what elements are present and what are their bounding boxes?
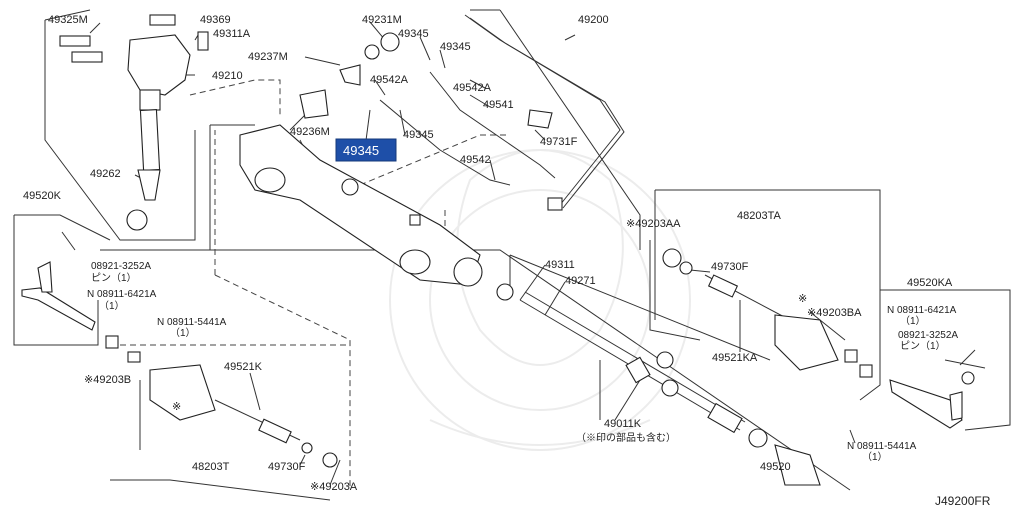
label-49369[interactable]: 49369 [200,14,231,26]
label-49520KA[interactable]: 49520KA [907,277,953,289]
label-49521KA[interactable]: 49521KA [712,352,758,364]
label-48203T[interactable]: 48203T [192,461,230,473]
label-pin-qty-left: ピン（1） [91,272,137,284]
label-49325M[interactable]: 49325M [48,14,88,26]
label-49210[interactable]: 49210 [212,70,243,82]
label-N08911-5441A-left[interactable]: N 08911-5441A [157,317,227,328]
diagram-code: J49200FR [935,494,991,508]
label-49345-top[interactable]: 49345 [398,28,429,40]
leader-lines [89,21,976,486]
label-N08911-5441A-right[interactable]: N 08911-5441A [847,441,917,452]
label-49311A[interactable]: 49311A [213,28,251,40]
highlighted-part-49345[interactable]: 49345 [335,138,397,162]
label-49520K[interactable]: 49520K [23,190,62,202]
label-49203A[interactable]: ※49203A [310,481,358,493]
label-49731F[interactable]: 49731F [540,136,578,148]
label-49231M[interactable]: 49231M [362,14,402,26]
label-asterisk-left: ※ [172,401,181,413]
label-49203BA[interactable]: ※49203BA [807,307,862,319]
rack-housing [239,32,483,287]
label-N08911-6421A-left[interactable]: N 08911-6421A [87,289,157,300]
label-49236M[interactable]: 49236M [290,126,330,138]
steering-gear-housing [59,14,209,231]
label-qty-6421A-right: （1） [900,315,926,327]
highlighted-part-label[interactable]: 49345 [343,143,379,158]
label-pin-qty-right: ピン（1） [900,340,946,352]
label-49011K-note: （※印の部品も含む） [576,431,676,444]
rack-bar [496,283,821,486]
label-49520[interactable]: 49520 [760,461,791,473]
label-49237M[interactable]: 49237M [248,51,288,63]
label-qty-5441A-right: （1） [862,451,888,463]
label-49542[interactable]: 49542 [460,154,491,166]
label-49203B[interactable]: ※49203B [84,374,131,386]
label-48203TA[interactable]: 48203TA [737,210,781,222]
label-49271[interactable]: 49271 [565,275,596,287]
label-49011K[interactable]: 49011K [604,418,642,430]
label-49203AA[interactable]: ※49203AA [626,218,681,230]
label-qty-5441A-left: （1） [170,327,196,339]
label-qty-6421A-left: （1） [99,300,125,312]
label-49730F-right[interactable]: 49730F [711,261,749,273]
label-49311[interactable]: 49311 [545,259,575,271]
part-labels: 49325M 49369 49311A 49210 49262 49520K 0… [23,14,958,493]
label-49345-mid[interactable]: 49345 [403,129,434,141]
label-08921-3252A[interactable]: 08921-3252A [91,261,151,272]
label-49542A-right[interactable]: 49542A [453,82,492,94]
hydraulic-pipes [379,14,625,211]
label-49345-top2[interactable]: 49345 [440,41,471,53]
watermark-emblem [389,149,691,451]
label-49542A-mid[interactable]: 49542A [370,74,409,86]
label-49541[interactable]: 49541 [483,99,514,111]
right-tie-rod-end [889,359,986,429]
label-N08911-6421A-right[interactable]: N 08911-6421A [887,305,957,316]
left-tie-rod [105,335,338,468]
right-tie-rod [662,248,873,378]
left-tie-rod-end [21,231,96,331]
label-49262[interactable]: 49262 [90,168,121,180]
label-49521K[interactable]: 49521K [224,361,263,373]
label-08921-3252A-right[interactable]: 08921-3252A [898,330,958,341]
label-49730F-left[interactable]: 49730F [268,461,306,473]
label-asterisk-right: ※ [798,293,807,305]
label-49200[interactable]: 49200 [578,14,609,26]
